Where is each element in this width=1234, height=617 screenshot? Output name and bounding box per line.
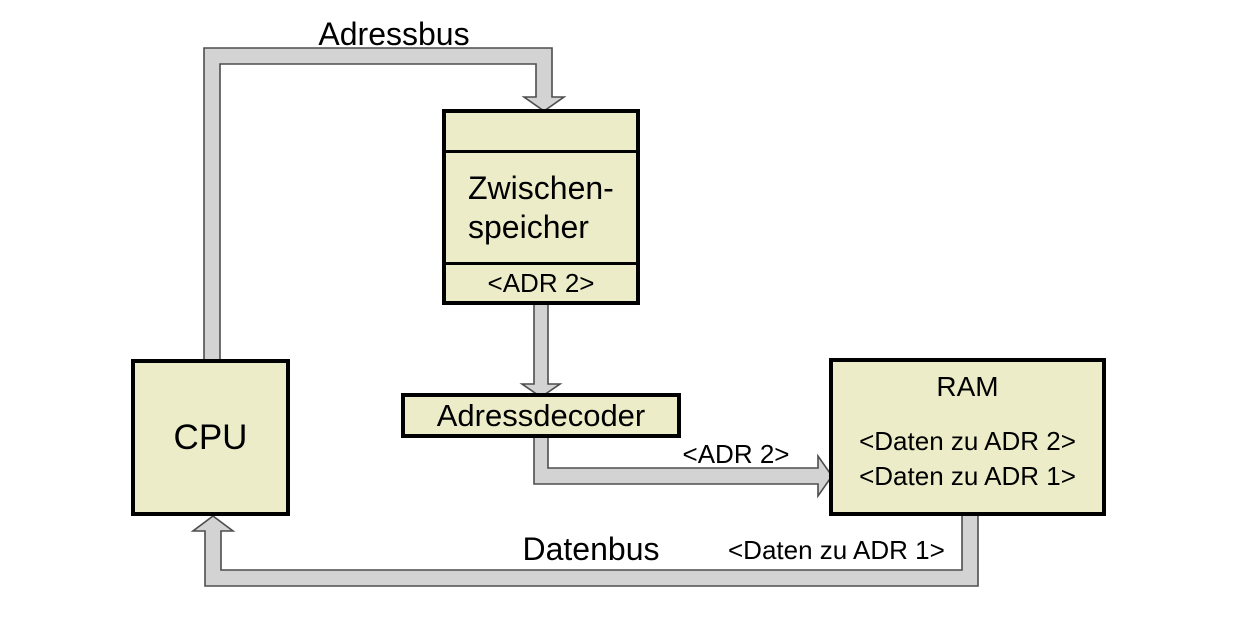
zwischenspeicher-empty-section	[446, 113, 636, 153]
adressbus-label: Adressbus	[318, 16, 470, 52]
zwischenspeicher-label-line1: Zwischen-	[468, 169, 614, 206]
adressdecoder-label: Adressdecoder	[436, 397, 646, 433]
zwischenspeicher-box: Zwischen- speicher <ADR 2>	[442, 109, 640, 305]
ram-content-row: <Daten zu ADR 1>	[859, 461, 1076, 491]
zwischenspeicher-label-line2: speicher	[468, 208, 589, 245]
zwischenspeicher-label: Zwischen- speicher	[446, 153, 636, 262]
cpu-label: CPU	[173, 417, 248, 457]
zwischenspeicher-address-slot: <ADR 2>	[446, 262, 636, 301]
zwischenspeicher-to-adressdecoder-arrow	[519, 302, 563, 398]
adr2-bus-label: <ADR 2>	[682, 439, 790, 469]
zwischenspeicher-address-value: <ADR 2>	[487, 267, 595, 298]
adressdecoder-to-ram-arrow	[533, 435, 833, 499]
adressdecoder-box: Adressdecoder	[401, 393, 681, 438]
ram-title: RAM	[936, 371, 999, 402]
cpu-box: CPU	[131, 359, 290, 516]
daten-zu-adr1-bus-label: <Daten zu ADR 1>	[728, 535, 945, 565]
ram-content-row: <Daten zu ADR 2>	[859, 426, 1076, 456]
datenbus-label: Datenbus	[522, 531, 660, 567]
adressbus-path	[203, 47, 567, 363]
ram-box: RAM <Daten zu ADR 2> <Daten zu ADR 1>	[829, 358, 1106, 516]
